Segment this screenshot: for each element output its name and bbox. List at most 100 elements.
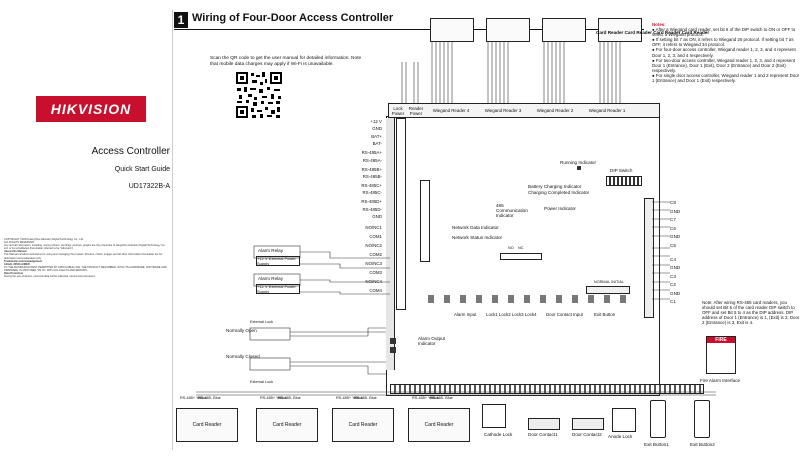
card-reader-3: Card Reader — [332, 408, 394, 442]
note-item: ● If setting bit 7 as ON, it refers to W… — [652, 37, 794, 48]
wiegand-reader-2-label: Wiegand Reader 2 — [536, 108, 574, 113]
terminal-label: RS-485C- — [362, 190, 382, 196]
comm-indicator-label: 485 Communication Indicator — [496, 203, 528, 218]
fire-label: FIRE — [707, 337, 735, 343]
terminal-label: RS-485B- — [362, 173, 382, 179]
controller-board — [386, 116, 660, 396]
ext-power-supply: +12 V External Power Supply — [256, 256, 300, 266]
terminal-label: RS-485A- — [362, 157, 382, 163]
right-wiring — [652, 201, 670, 300]
external-lock-label: External Lock — [250, 380, 274, 384]
dip-switch[interactable] — [606, 176, 642, 186]
top-terminal-strip: Lock Power Reader Power Wiegand Reader 4… — [388, 103, 660, 118]
battery-indicator-label: Battery Charging Indicator — [528, 184, 582, 189]
exit-button-1[interactable] — [650, 400, 666, 438]
dip-switch-label: DIP Switch — [610, 168, 633, 173]
wiegand-reader-1-label: Wiegand Reader 1 — [588, 108, 626, 113]
card-reader-label: Card Reader — [272, 422, 302, 428]
legal-line: ALL RIGHTS RESERVED. — [4, 241, 35, 245]
card-reader-label: Card Reader — [348, 422, 378, 428]
alarm-output-label: Alarm Output Indicator — [418, 336, 446, 346]
card-reader-2: Card Reader — [256, 408, 318, 442]
page-divider — [172, 10, 173, 450]
terminal-label: NO/NC2 — [365, 243, 382, 249]
rs485-yellow-label: RS-485+ Yellow — [412, 396, 439, 400]
legal-line: LEGAL DISCLAIMER — [4, 262, 30, 266]
normally-open-label: Normally Open — [226, 328, 257, 333]
terminal-label: C6 — [670, 225, 676, 231]
note-item: ● For single door access controller, Wie… — [652, 72, 800, 84]
led1 — [390, 338, 396, 344]
card-reader-4: Card Reader — [408, 408, 470, 442]
normally-closed-label: Normally Closed — [226, 354, 260, 359]
left-terminal-strip — [386, 118, 395, 370]
door-contact-1 — [528, 418, 560, 430]
rs485-blue-label: RS-485- Blue — [354, 396, 377, 400]
anode-lock — [612, 408, 636, 432]
notes-title: Notes: — [652, 22, 666, 27]
legal-line: TO THE MAXIMUM EXTENT PERMITTED BY APPLI… — [4, 265, 167, 272]
legal-text: COPYRIGHT ©2019 Hangzhou Hikvision Digit… — [4, 238, 170, 278]
normal-initial-switch[interactable] — [586, 286, 630, 294]
terminal-label: COM3 — [369, 270, 382, 276]
terminal-label: NO/NC1 — [365, 225, 382, 231]
no-label: NO — [508, 246, 514, 250]
door-contact1-label: Door Contact1 — [528, 432, 558, 437]
running-indicator-led — [577, 166, 581, 170]
jumper-row — [418, 295, 628, 303]
terminal-label: COM4 — [369, 288, 382, 294]
cover-panel — [0, 0, 172, 457]
fire-alarm-interface-label: Fire Alarm Interface — [700, 378, 741, 383]
legal-line: COPYRIGHT ©2019 Hangzhou Hikvision Digit… — [4, 238, 84, 241]
heading-rule — [174, 29, 644, 30]
led2 — [390, 347, 396, 353]
relay-wiring — [253, 245, 390, 295]
terminal-label: GND — [670, 208, 681, 214]
terminal-label: GND — [372, 214, 382, 220]
cover-title: Access Controller — [91, 146, 170, 157]
terminal-label: RS-485D- — [362, 206, 382, 212]
terminal-label: BAT- — [372, 141, 382, 147]
right-terminal-block: C8 GND C7 C6 GND C5 C4 GND C3 C2 GND C1 — [670, 200, 700, 308]
exit-button-2[interactable] — [694, 400, 710, 438]
exit-button-label: Exit Button — [594, 312, 616, 317]
bottom-wiring — [196, 391, 716, 396]
terminal-label: C5 — [670, 242, 676, 248]
alarm-input-label: Alarm Input — [454, 312, 477, 317]
nc-label: NC — [518, 246, 524, 250]
reader-power-label: Reader Power — [408, 105, 424, 116]
legal-line: The Manual includes instructions for usi… — [4, 253, 163, 260]
wiegand-reader-3-label: Wiegand Reader 3 — [484, 108, 522, 113]
network-data-label: Network Data Indicator — [452, 225, 499, 230]
exit-button1-label: Exit Button1 — [644, 442, 669, 447]
terminal-label: BAT+ — [371, 133, 382, 139]
terminal-label: C4 — [670, 256, 676, 262]
card-reader-label: Card Reader — [192, 422, 222, 428]
wiegand-reader-4-label: Wiegand Reader 4 — [432, 108, 470, 113]
left-terminal-block: +12 V GND BAT+ BAT- RS-485A+ RS-485A- RS… — [326, 119, 382, 297]
rs485-yellow-label: RS-485+ Yellow — [180, 396, 207, 400]
qr-code — [234, 70, 284, 120]
terminal-label: C2 — [670, 282, 676, 287]
terminal-label: +12 V — [370, 119, 382, 124]
terminal-label: C3 — [670, 273, 676, 279]
terminal-label: RS-485B+ — [361, 166, 382, 172]
notes-rs485: Note: After wiring RS-485 card readers, … — [702, 300, 800, 325]
note-item: ● For two-door access controller, Wiegan… — [652, 57, 795, 73]
no-nc-jumper[interactable] — [500, 253, 542, 260]
bottom-card-readers: RS-485+ Yellow RS-485- Blue Card Reader … — [174, 396, 474, 446]
anode-lock-label: Anode Lock — [608, 434, 633, 439]
top-wiring — [401, 42, 621, 112]
terminal-label: C8 — [670, 200, 676, 205]
door-contact2-label: Door Contact2 — [572, 432, 602, 437]
rs485-port-block — [420, 180, 430, 262]
door-contact-input-label: Door Contact Input — [546, 312, 583, 317]
bottom-section-labels: Alarm Input Lock1 Lock2 Lock3 Lock4 Door… — [454, 312, 654, 317]
cover-subtitle: Quick Start Guide — [114, 166, 170, 173]
normal-initial-label: NORMAL INITIAL — [594, 280, 625, 284]
terminal-label: GND — [670, 265, 681, 270]
terminal-label: NO/NC3 — [365, 261, 382, 267]
terminal-label: RS-485D+ — [361, 199, 382, 205]
lock-wiring — [249, 327, 386, 375]
fire-alarm-box: FIRE — [706, 336, 736, 374]
